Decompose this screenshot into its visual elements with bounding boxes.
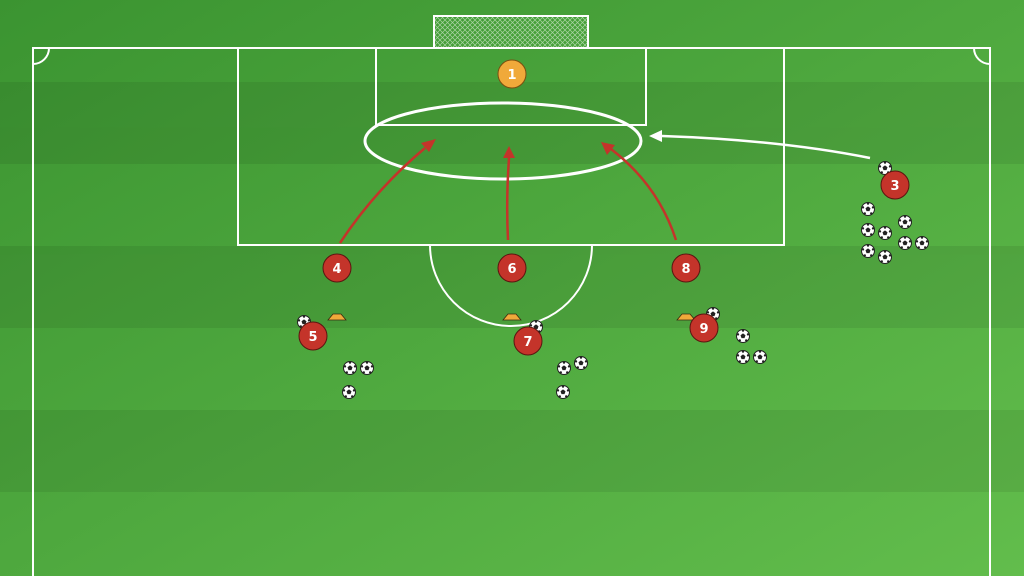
soccer-ball-icon bbox=[342, 384, 356, 399]
soccer-ball-icon bbox=[753, 349, 767, 364]
run-arrow-6 bbox=[505, 157, 511, 241]
player-label: 5 bbox=[308, 330, 317, 345]
six-yard-box bbox=[375, 47, 647, 126]
arrowhead-icon bbox=[421, 139, 436, 152]
cross-arrowhead-icon bbox=[649, 130, 662, 142]
player-marker-4: 4 bbox=[322, 253, 352, 283]
run-arrow-8 bbox=[610, 148, 678, 241]
player-marker-9: 9 bbox=[689, 313, 719, 343]
soccer-ball-icon bbox=[898, 214, 912, 229]
soccer-ball-icon bbox=[861, 222, 875, 237]
player-label: 4 bbox=[332, 262, 341, 277]
player-label: 6 bbox=[507, 262, 516, 277]
goal-net bbox=[433, 15, 589, 49]
run-arrow-4 bbox=[338, 147, 426, 244]
player-label: 9 bbox=[699, 322, 708, 337]
grass-stripes bbox=[0, 82, 1024, 492]
soccer-ball-icon bbox=[915, 235, 929, 250]
crosser-label: 3 bbox=[890, 179, 899, 194]
player-marker-7: 7 bbox=[513, 326, 543, 356]
corner-arc-left bbox=[32, 47, 50, 65]
corner-arc-right bbox=[973, 47, 991, 65]
player-marker-6: 6 bbox=[497, 253, 527, 283]
soccer-ball-icon bbox=[360, 360, 374, 375]
soccer-ball-icon bbox=[898, 235, 912, 250]
pitch-lines bbox=[32, 47, 991, 576]
player-marker-8: 8 bbox=[671, 253, 701, 283]
soccer-ball-icon bbox=[736, 349, 750, 364]
player-marker-5: 5 bbox=[298, 321, 328, 351]
cross-arrow bbox=[649, 130, 871, 160]
soccer-ball-icon bbox=[556, 384, 570, 399]
soccer-ball-icon bbox=[343, 360, 357, 375]
run-arrowheads bbox=[421, 139, 615, 158]
soccer-ball-icon bbox=[736, 328, 750, 343]
soccer-ball-icon bbox=[861, 243, 875, 258]
soccer-ball-icon bbox=[557, 360, 571, 375]
soccer-ball-icon bbox=[878, 225, 892, 240]
goalkeeper-marker: 1 bbox=[497, 59, 527, 89]
arrowhead-icon bbox=[503, 146, 515, 158]
target-zone-ellipse bbox=[363, 101, 643, 181]
player-label: 8 bbox=[681, 262, 690, 277]
player-label: 7 bbox=[523, 335, 532, 350]
crosser-marker: 3 bbox=[880, 170, 910, 200]
soccer-ball-icon bbox=[861, 201, 875, 216]
soccer-ball-icon bbox=[574, 355, 588, 370]
penalty-arc bbox=[429, 244, 593, 327]
goalkeeper-label: 1 bbox=[507, 68, 516, 83]
run-arrows bbox=[338, 147, 678, 244]
arrowhead-icon bbox=[601, 142, 615, 155]
soccer-ball-icon bbox=[878, 249, 892, 264]
